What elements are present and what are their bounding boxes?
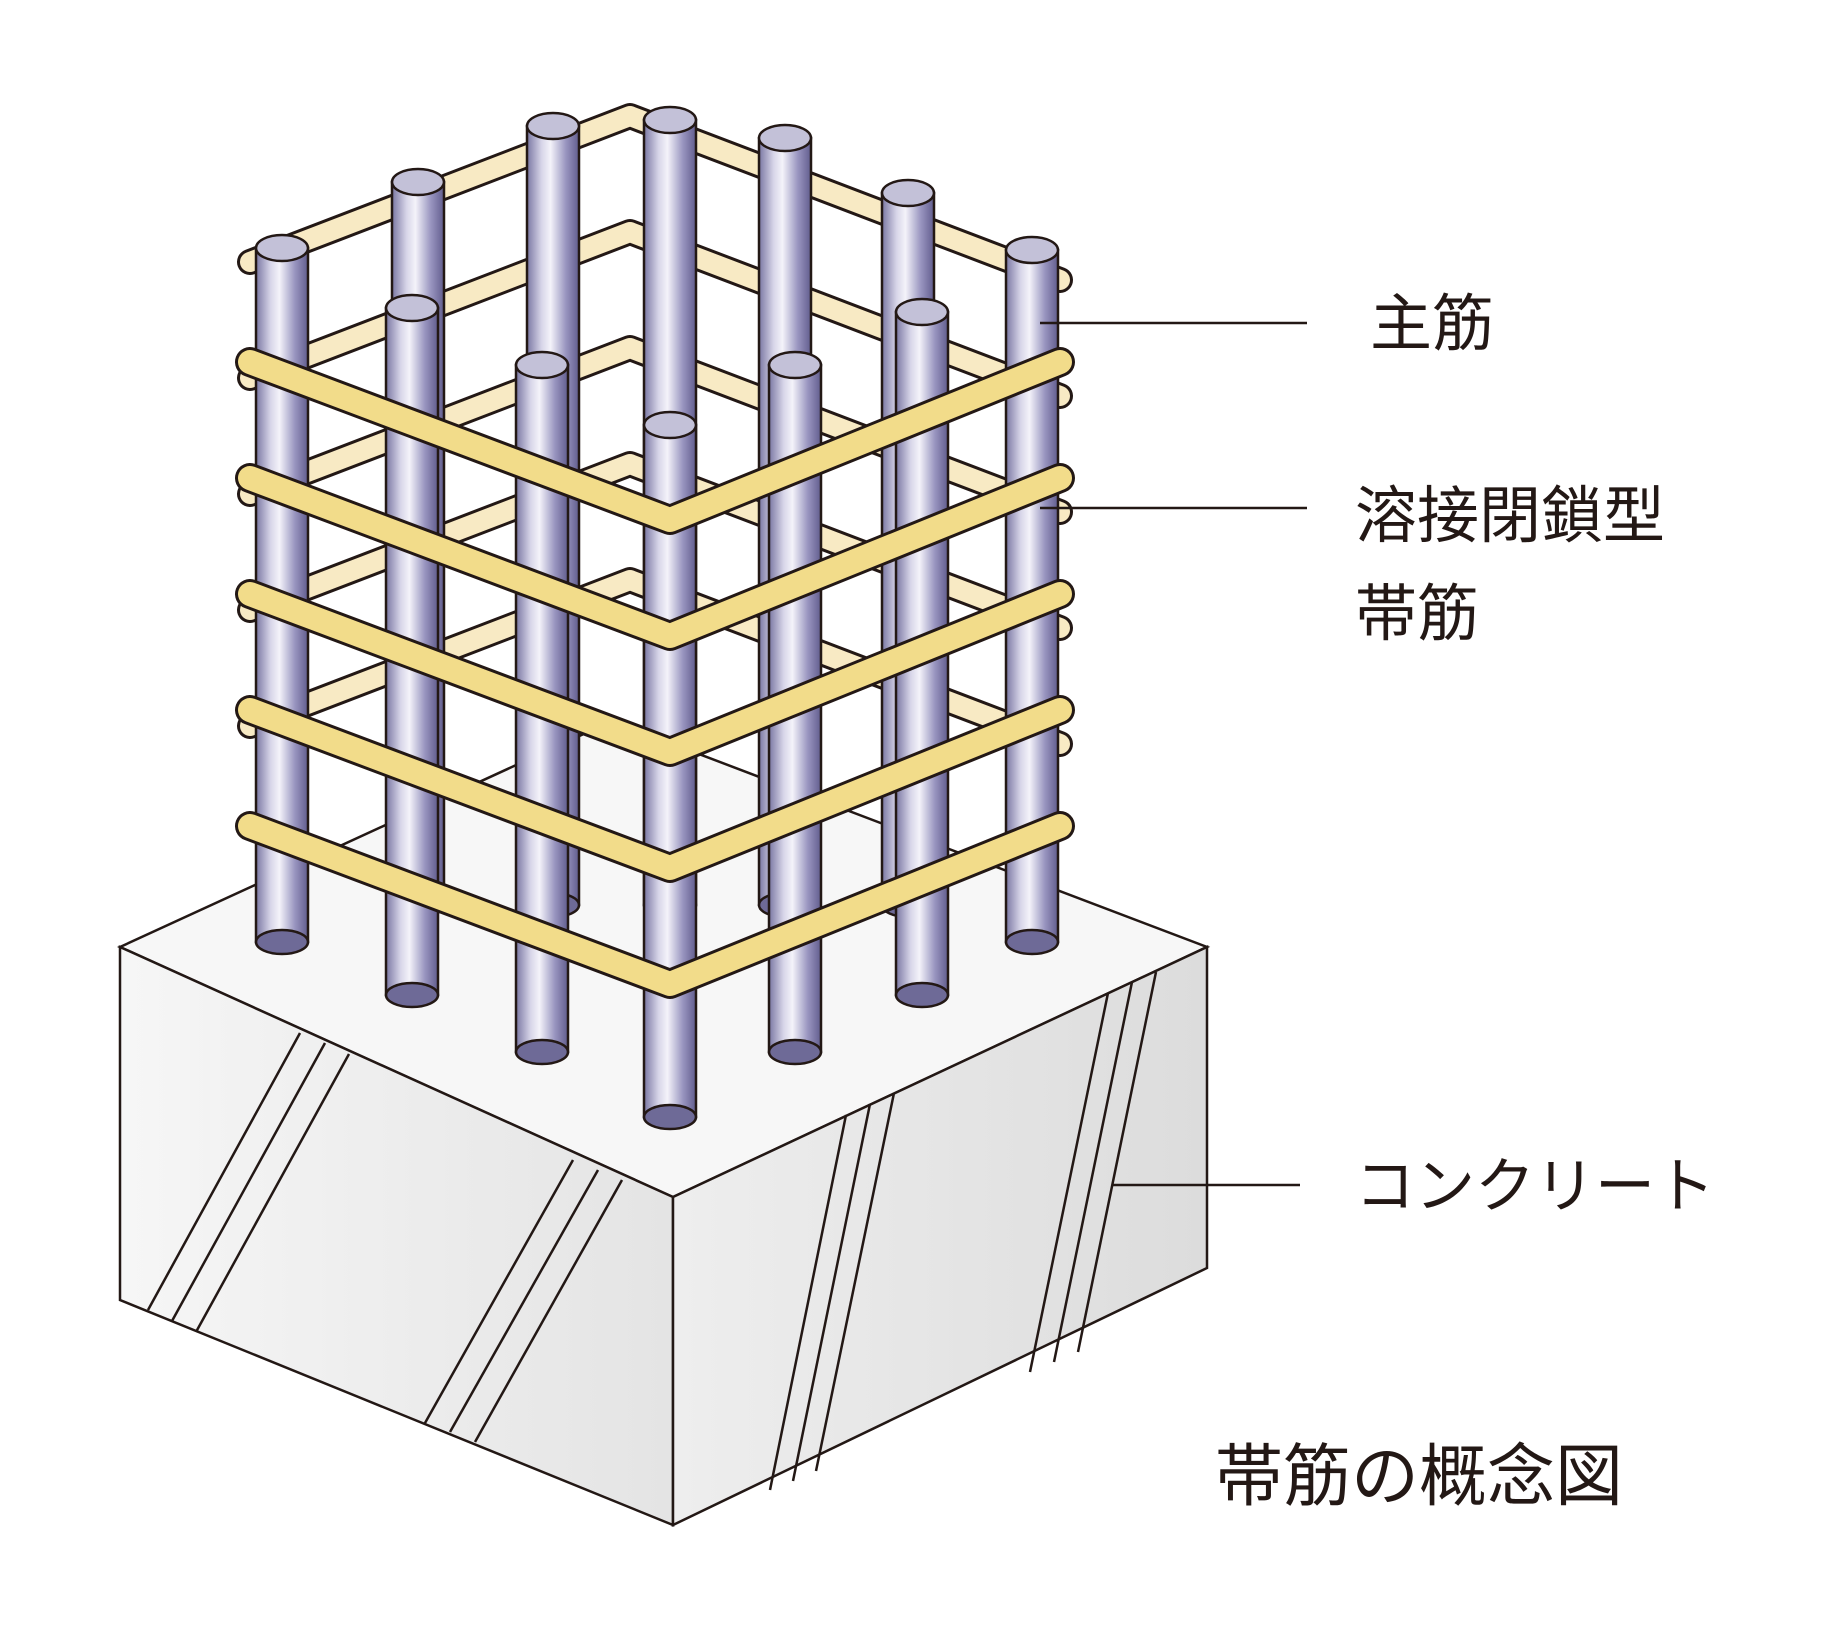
rebar-top [894,297,950,327]
hoop-front [238,466,1072,648]
rebar-top [390,167,446,197]
rebar-top [384,293,440,323]
label-hoop-line2: 帯筋 [1355,577,1479,650]
main-rebar [642,410,698,1131]
label-concrete: コンクリート [1355,1152,1715,1222]
rebar-top [525,111,581,141]
rebar-top [642,105,698,135]
rebar-bottom [514,1038,570,1066]
leader-lines [1040,321,1307,1187]
rebar-bottom [767,1038,823,1066]
front-hoops [235,347,1075,999]
diagram-caption: 帯筋の概念図 [1215,1438,1623,1517]
rebar-bottom [384,981,440,1009]
label-main-rebar: 主筋 [1370,287,1494,360]
rebar-top [254,233,310,263]
rebar-top [1004,235,1060,265]
rebar-top [514,350,570,380]
rebar-top [757,123,813,153]
rebar-bottom [642,1103,698,1131]
hoop-front [238,350,1072,532]
concrete-right-face [671,945,1209,1527]
rebar-bottom [254,928,310,956]
rebar-top [642,410,698,440]
rebar-bottom [1004,928,1060,956]
concrete-crack-lines [146,971,1158,1491]
rebar-top [880,178,936,208]
label-hoop-line1: 溶接閉鎖型 [1355,479,1665,552]
rebar-top [767,350,823,380]
hoop-front [238,698,1072,880]
hoop-front [238,582,1072,764]
hoop-front [238,814,1072,996]
rebar-bottom [894,981,950,1009]
